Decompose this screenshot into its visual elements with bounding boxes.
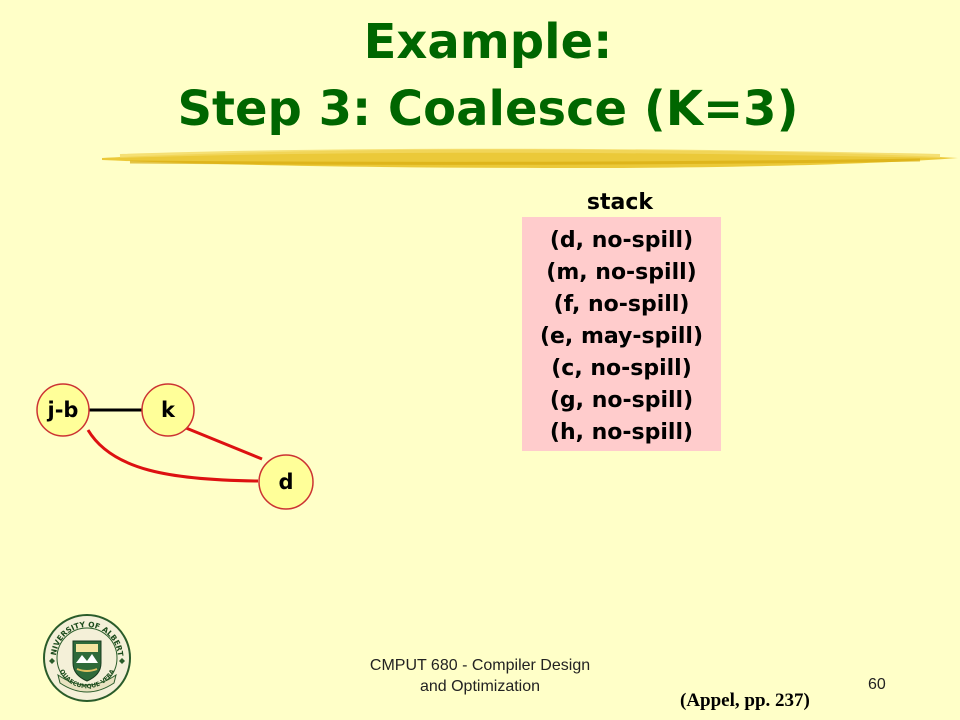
stack-item: (e, may-spill): [539, 324, 704, 349]
graph-node-d: d: [258, 454, 314, 510]
slide-title-line1: Example:: [363, 14, 613, 70]
graph-node-jb: j-b: [36, 383, 90, 437]
university-crest-icon: UNIVERSITY OF ALBERTA QUAECUMQUE VERA: [42, 613, 131, 702]
node-label: k: [161, 398, 176, 422]
page-number: 60: [868, 676, 886, 693]
footer-course-line1: CMPUT 680 - Compiler Design: [369, 657, 591, 674]
stack-item: (h, no-spill): [549, 420, 694, 445]
citation: (Appel, pp. 237): [680, 690, 810, 711]
edge-k-d: [185, 426, 263, 461]
stack-item: (c, no-spill): [551, 356, 692, 381]
node-label: j-b: [47, 398, 79, 422]
slide-title-line2: Step 3: Coalesce (K=3): [177, 81, 799, 137]
footer-course-title: CMPUT 680 - Compiler Design and Optimiza…: [330, 655, 630, 697]
stack-item: (g, no-spill): [549, 388, 694, 413]
stack-box: (d, no-spill) (m, no-spill) (f, no-spill…: [522, 217, 721, 451]
stack-item: (m, no-spill): [546, 260, 697, 285]
stack-item: (d, no-spill): [549, 228, 694, 253]
footer-course-line2: and Optimization: [419, 678, 541, 695]
title-underline-brush-stroke: [102, 148, 958, 168]
node-label: d: [278, 470, 293, 494]
stack-label: stack: [586, 190, 654, 215]
edge-jb-d: [86, 429, 259, 483]
graph-node-k: k: [141, 383, 195, 437]
stack-item: (f, no-spill): [553, 292, 690, 317]
